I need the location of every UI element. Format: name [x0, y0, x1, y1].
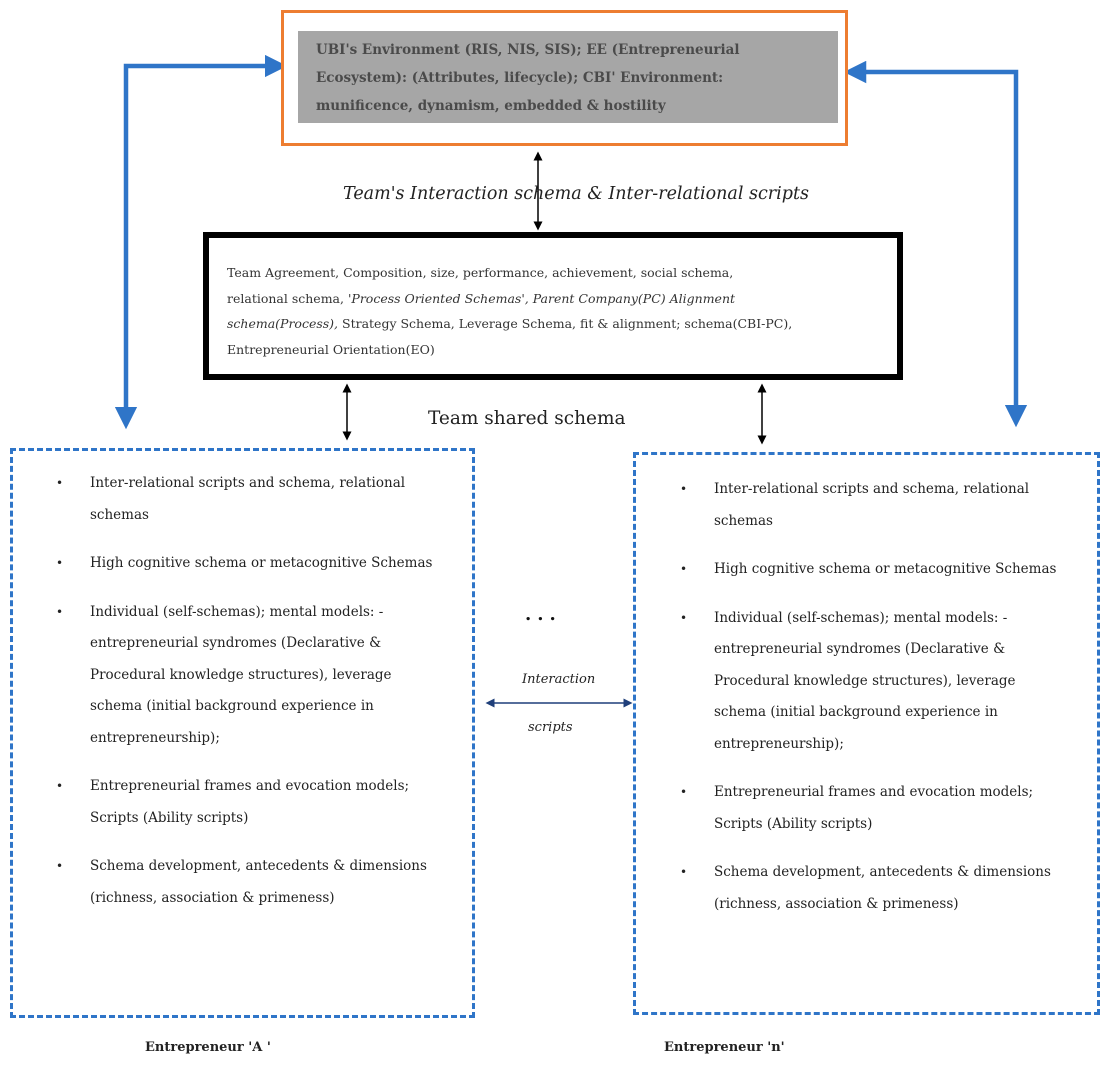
- entrepreneur-a-caption: Entrepreneur 'A ': [145, 1040, 271, 1055]
- list-item: •Entrepreneurial frames and evocation mo…: [56, 771, 436, 834]
- team-line-italic: 'Process Oriented Schemas', Parent Compa…: [347, 290, 736, 306]
- team-line: schema(Process), Strategy Schema, Levera…: [227, 311, 897, 337]
- entrepreneur-a-box: [10, 448, 475, 1018]
- list-item: •Inter-relational scripts and schema, re…: [56, 468, 436, 531]
- list-item: •Schema development, antecedents & dimen…: [680, 857, 1060, 920]
- team-box: Team Agreement, Composition, size, perfo…: [203, 232, 903, 380]
- team-line: Team Agreement, Composition, size, perfo…: [227, 265, 734, 280]
- list-item: •Individual (self-schemas); mental model…: [680, 603, 1060, 761]
- environment-line: UBI's Environment (RIS, NIS, SIS); EE (E…: [316, 42, 740, 58]
- team-text: Team Agreement, Composition, size, perfo…: [227, 260, 897, 362]
- team-shared-label: Team shared schema: [428, 408, 626, 429]
- environment-text-block: UBI's Environment (RIS, NIS, SIS); EE (E…: [298, 31, 838, 123]
- entrepreneur-n-caption: Entrepreneur 'n': [664, 1040, 785, 1055]
- bullet-icon: •: [680, 562, 688, 576]
- list-item: •Individual (self-schemas); mental model…: [56, 597, 436, 755]
- interaction-schema-label: Team's Interaction schema & Inter-relati…: [343, 184, 809, 204]
- entrepreneur-a-list: •Inter-relational scripts and schema, re…: [56, 468, 436, 931]
- bullet-icon: •: [680, 610, 688, 625]
- environment-box: UBI's Environment (RIS, NIS, SIS); EE (E…: [281, 10, 848, 146]
- list-item: •Entrepreneurial frames and evocation mo…: [680, 777, 1060, 840]
- bullet-icon: •: [680, 785, 688, 799]
- bullet-icon: •: [680, 865, 688, 879]
- scripts-label: scripts: [528, 720, 573, 735]
- environment-line: munificence, dynamism, embedded & hostil…: [316, 98, 666, 114]
- list-item: •Inter-relational scripts and schema, re…: [680, 474, 1060, 537]
- team-line-italic: schema(Process),: [227, 316, 339, 331]
- right-blue-connector-arrow: [843, 60, 1028, 428]
- list-item: •Schema development, antecedents & dimen…: [56, 851, 436, 914]
- team-line: relational schema, 'Process Oriented Sch…: [227, 286, 897, 312]
- list-item: •High cognitive schema or metacognitive …: [56, 548, 436, 580]
- interaction-label: Interaction: [522, 672, 596, 687]
- bullet-icon: •: [56, 476, 64, 490]
- left-blue-connector-arrow: [114, 54, 288, 430]
- entrepreneur-n-box: [633, 452, 1100, 1015]
- bullet-icon: •: [56, 779, 64, 793]
- team-line: Entrepreneurial Orientation(EO): [227, 341, 435, 357]
- ellipsis-label: ...: [525, 604, 562, 625]
- entrepreneur-n-list: •Inter-relational scripts and schema, re…: [680, 474, 1060, 937]
- team-line-plain: Strategy Schema, Leverage Schema, fit & …: [338, 316, 793, 331]
- bullet-icon: •: [56, 859, 64, 873]
- bullet-icon: •: [680, 482, 688, 496]
- bullet-icon: •: [56, 556, 64, 570]
- team-line-plain: relational schema,: [227, 290, 348, 306]
- list-item: •High cognitive schema or metacognitive …: [680, 554, 1060, 586]
- environment-line: Ecosystem): (Attributes, lifecycle); CBI…: [316, 70, 724, 86]
- bullet-icon: •: [56, 604, 64, 619]
